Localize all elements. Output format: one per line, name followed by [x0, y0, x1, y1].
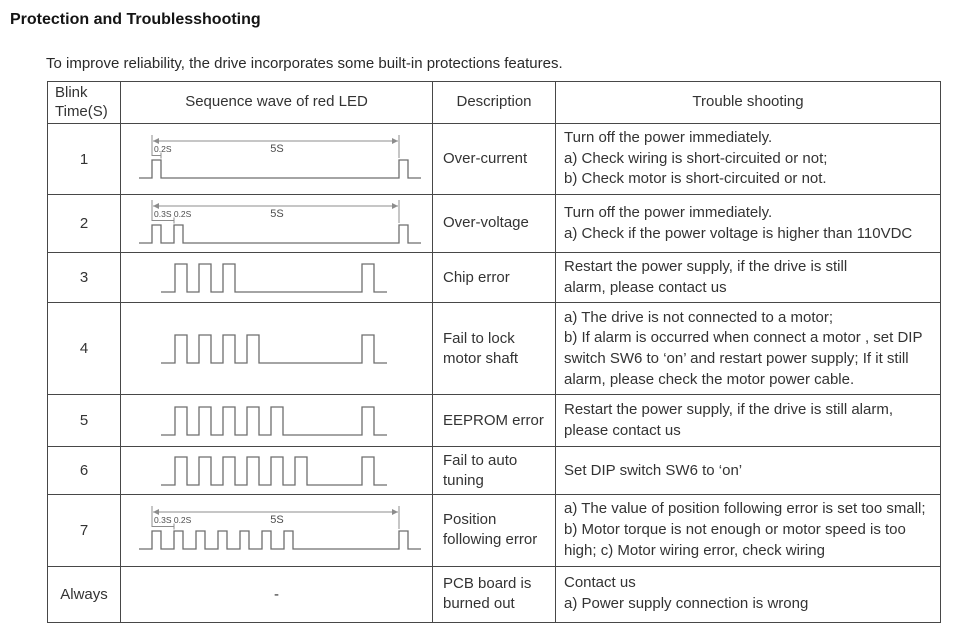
description-cell: EEPROM error	[432, 394, 556, 448]
trouble-shooting-cell: a) The drive is not connected to a motor…	[555, 302, 941, 396]
trouble-shooting-cell: Turn off the power immediately. a) Check…	[555, 194, 941, 254]
led-waveform	[160, 456, 387, 486]
protection-table: Blink Time(S) Sequence wave of red LED D…	[47, 81, 941, 623]
description-cell: Over-voltage	[432, 194, 556, 254]
led-waveform	[160, 263, 387, 293]
svg-text:5S: 5S	[270, 143, 283, 155]
blink-time-cell: 6	[47, 446, 121, 496]
led-waveform-cell	[120, 302, 433, 396]
svg-text:5S: 5S	[270, 514, 283, 526]
table-row: 2 0.3S 0.2S 5S Over-voltage Turn off the …	[47, 194, 941, 254]
table-row: 4 Fail to lock motor shaft a) The drive …	[47, 302, 941, 396]
description-cell: PCB board is burned out	[432, 565, 556, 623]
led-waveform-cell	[120, 252, 433, 304]
led-waveform: 0.2S 5S	[138, 135, 421, 179]
led-waveform: 0.3S 0.2S 5S	[138, 199, 421, 244]
svg-text:0.2S: 0.2S	[154, 144, 172, 154]
header-description: Description	[432, 81, 556, 124]
table-header-row: Blink Time(S) Sequence wave of red LED D…	[47, 81, 941, 124]
description-cell: Chip error	[432, 252, 556, 304]
svg-text:0.3S 0.2S: 0.3S 0.2S	[154, 515, 192, 525]
led-waveform	[160, 334, 387, 364]
trouble-shooting-cell: Set DIP switch SW6 to ‘on’	[555, 446, 941, 496]
table-row: 3 Chip error Restart the power supply, i…	[47, 252, 941, 304]
svg-text:5S: 5S	[270, 208, 283, 220]
svg-text:0.3S 0.2S: 0.3S 0.2S	[154, 209, 192, 219]
led-waveform-cell: 0.2S 5S	[120, 122, 433, 196]
page-title: Protection and Troublesshooting	[10, 11, 261, 28]
led-waveform	[160, 406, 387, 436]
trouble-shooting-cell: Restart the power supply, if the drive i…	[555, 394, 941, 448]
trouble-shooting-cell: Contact us a) Power supply connection is…	[555, 565, 941, 623]
description-cell: Fail to lock motor shaft	[432, 302, 556, 396]
led-waveform-cell: 0.3S 0.2S 5S	[120, 494, 433, 567]
blink-time-cell: 5	[47, 394, 121, 448]
blink-time-cell: Always	[47, 565, 121, 623]
led-waveform: 0.3S 0.2S 5S	[138, 506, 421, 551]
header-trouble-shooting: Trouble shooting	[555, 81, 941, 124]
blink-time-cell: 2	[47, 194, 121, 254]
description-cell: Over-current	[432, 122, 556, 196]
blink-time-cell: 4	[47, 302, 121, 396]
description-cell: Position following error	[432, 494, 556, 567]
led-waveform-cell	[120, 446, 433, 496]
trouble-shooting-cell: Restart the power supply, if the drive i…	[555, 252, 941, 304]
led-waveform-cell: 0.3S 0.2S 5S	[120, 194, 433, 254]
blink-time-cell: 1	[47, 122, 121, 196]
table-row: Always - PCB board is burned out Contact…	[47, 565, 941, 623]
trouble-shooting-cell: a) The value of position following error…	[555, 494, 941, 567]
blink-time-cell: 3	[47, 252, 121, 304]
description-cell: Fail to auto tuning	[432, 446, 556, 496]
table-row: 7 0.3S 0.2S 5S Position following error a…	[47, 494, 941, 567]
header-sequence-wave: Sequence wave of red LED	[120, 81, 433, 124]
blink-time-cell: 7	[47, 494, 121, 567]
table-row: 5 EEPROM error Restart the power supply,…	[47, 394, 941, 448]
table-row: 1 0.2S 5S Over-current Turn off the power…	[47, 122, 941, 196]
no-waveform-dash-cell: -	[120, 565, 433, 623]
header-blink-time: Blink Time(S)	[47, 81, 121, 124]
table-row: 6 Fail to auto tuning Set DIP switch SW6…	[47, 446, 941, 496]
intro-text: To improve reliability, the drive incorp…	[46, 55, 563, 72]
led-waveform-cell	[120, 394, 433, 448]
trouble-shooting-cell: Turn off the power immediately. a) Check…	[555, 122, 941, 196]
